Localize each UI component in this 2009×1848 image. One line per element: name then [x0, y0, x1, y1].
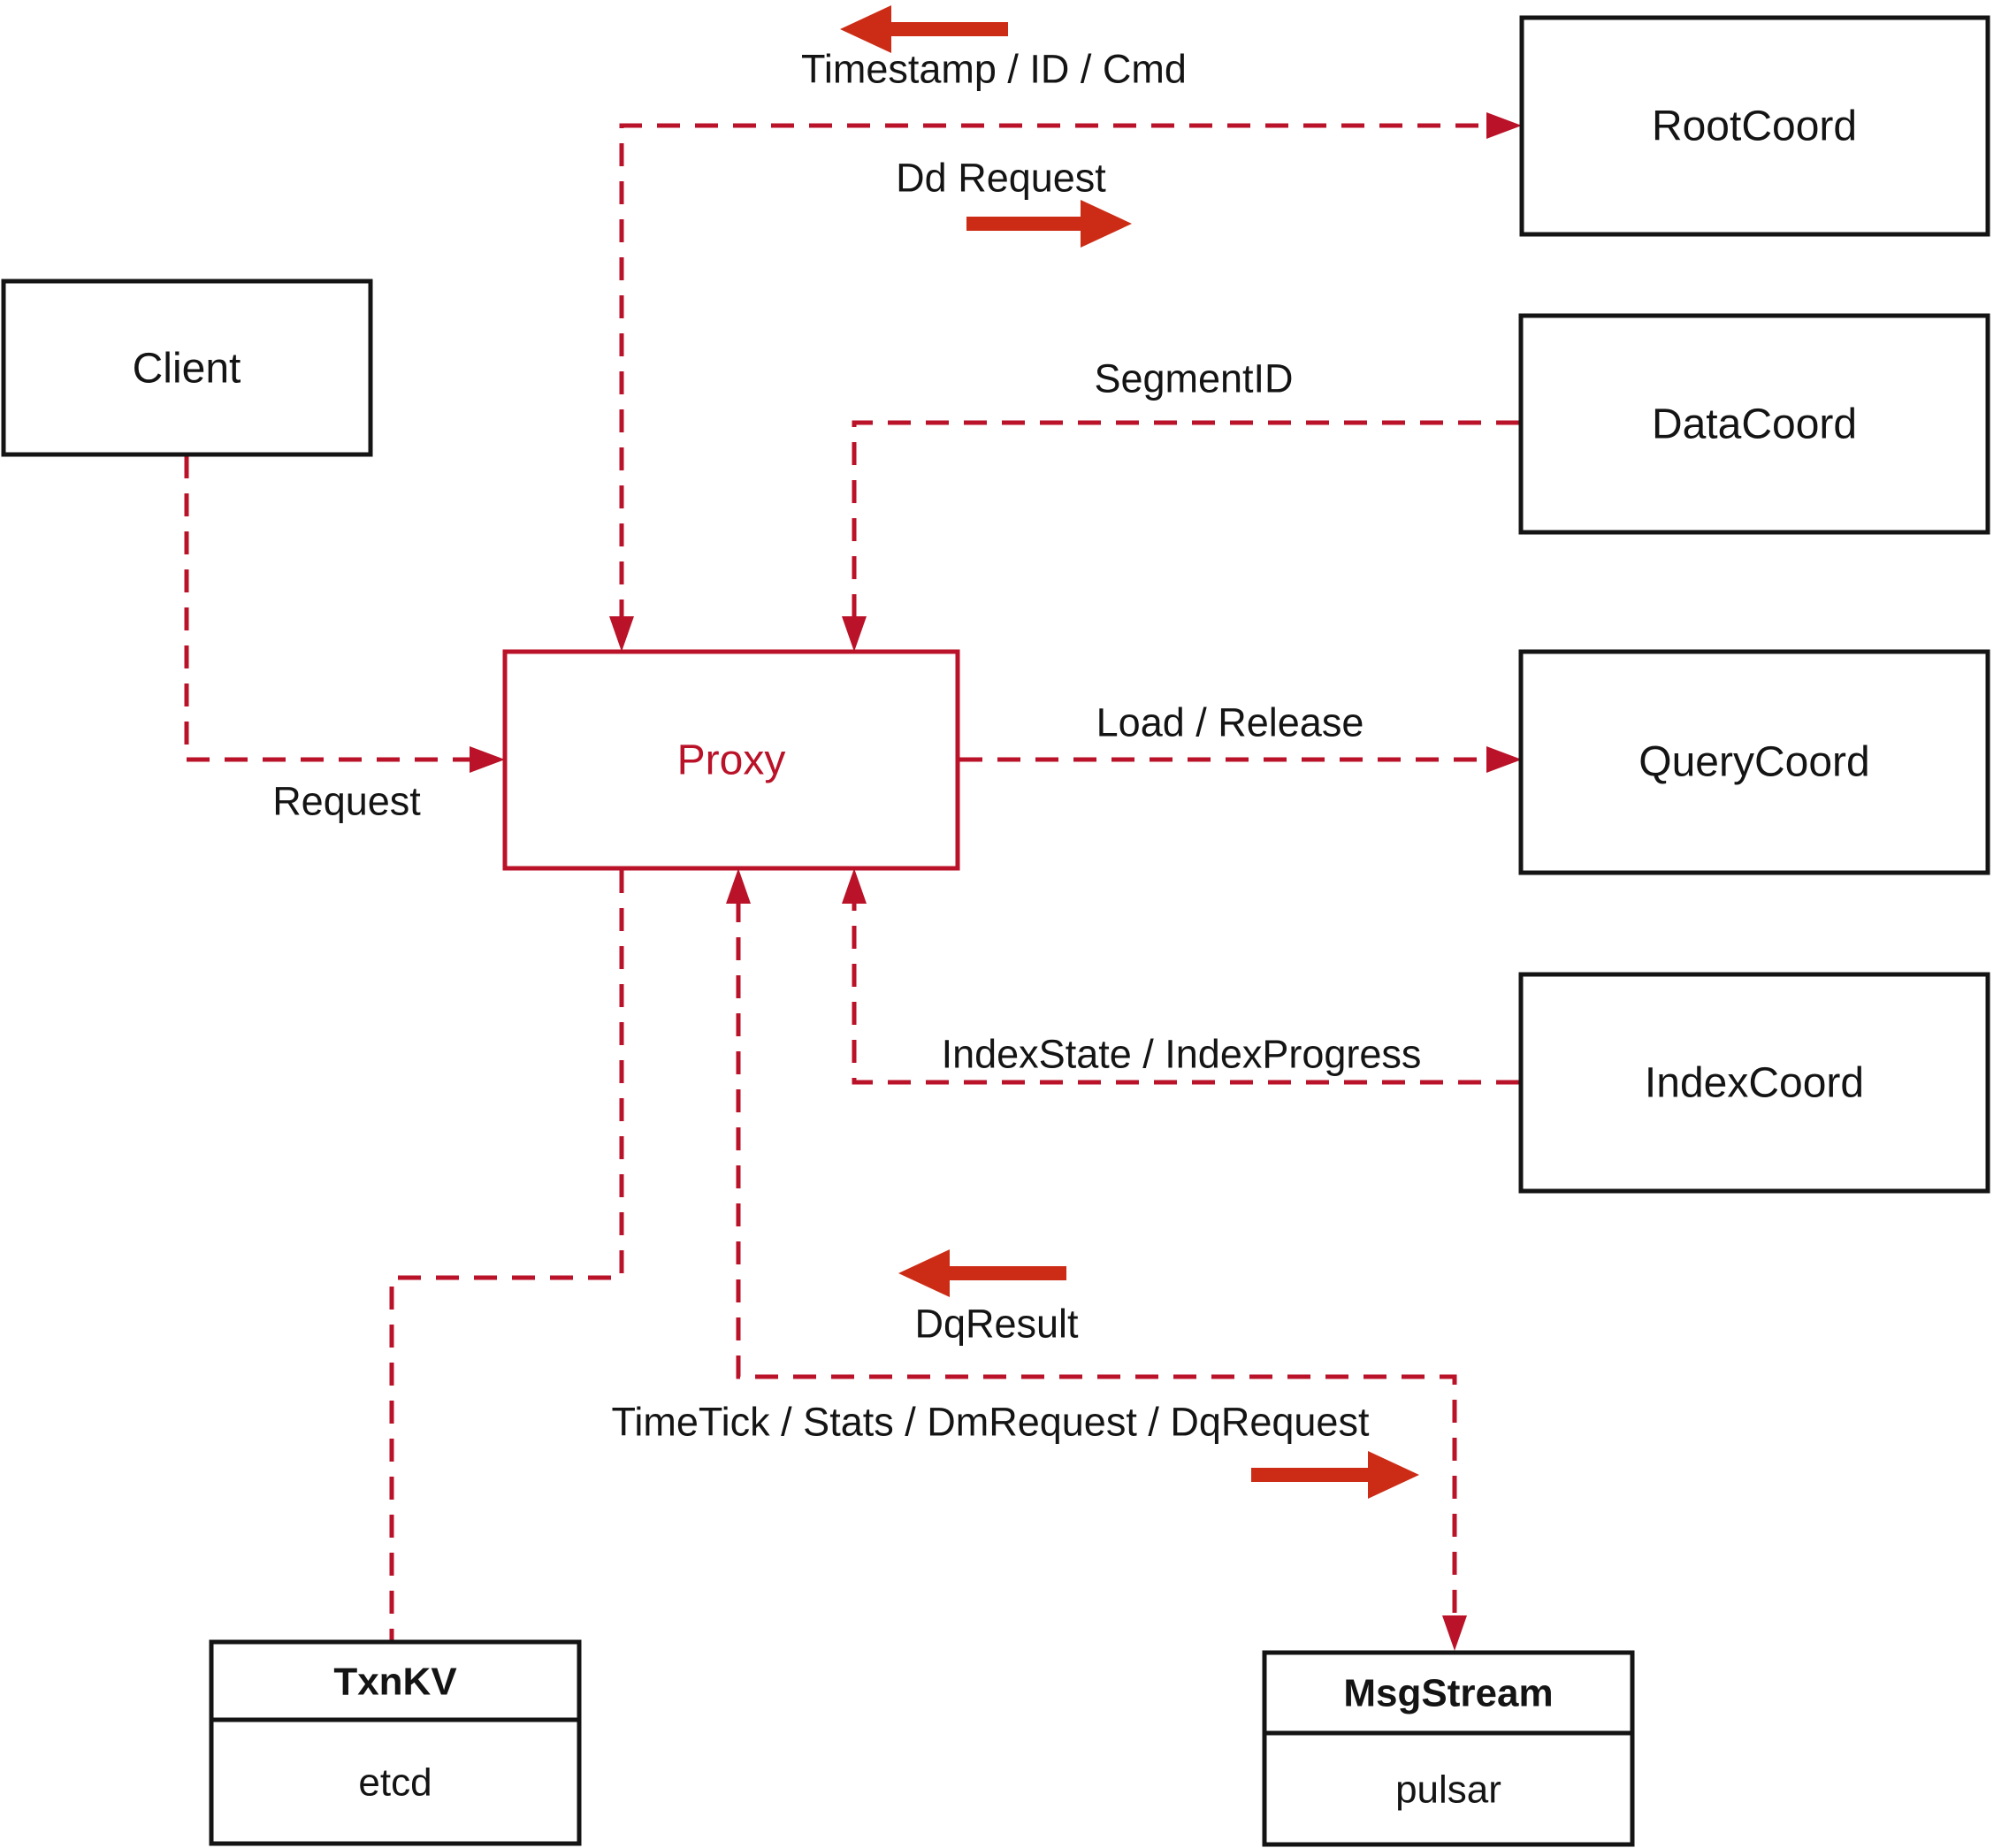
- edge-indexcoord-to-proxy: [852, 899, 1519, 1085]
- edge-label-request: Request: [272, 779, 421, 824]
- client-node: [1, 279, 373, 457]
- arrow-right-icon: [966, 200, 1132, 248]
- indexcoord-label: IndexCoord: [1645, 1060, 1864, 1107]
- arrowhead-into-proxy-bottom-right: [842, 868, 867, 904]
- datacoord-label: DataCoord: [1652, 401, 1857, 448]
- edge-proxy-to-txnkv: [389, 870, 624, 1640]
- proxy-node: [502, 649, 960, 871]
- arrowhead-into-proxy-left: [470, 746, 505, 773]
- edge-label-timetick: TimeTick / Stats / DmRequest / DqRequest: [612, 1400, 1370, 1445]
- arrow-left-icon: [840, 5, 1008, 53]
- rootcoord-node: [1519, 15, 1990, 237]
- rootcoord-label: RootCoord: [1652, 103, 1857, 150]
- arrowhead-into-querycoord: [1486, 746, 1522, 773]
- arrowhead-into-msgstream: [1442, 1615, 1467, 1651]
- client-label: Client: [133, 346, 241, 393]
- msgstream-subtitle: pulsar: [1395, 1768, 1501, 1812]
- txnkv-title: TxnKV: [333, 1661, 457, 1704]
- edge-label-index-state: IndexState / IndexProgress: [942, 1032, 1422, 1077]
- arrowhead-into-rootcoord: [1486, 112, 1522, 139]
- querycoord-node: [1518, 649, 1990, 875]
- txnkv-subtitle: etcd: [358, 1761, 432, 1805]
- edge-label-timestamp: Timestamp / ID / Cmd: [801, 47, 1187, 92]
- arrow-right-icon: [1251, 1451, 1419, 1499]
- arrowhead-into-proxy-top-right: [842, 616, 867, 652]
- datacoord-node: [1518, 313, 1990, 535]
- edge-proxy-msgstream: [736, 899, 1457, 1617]
- indexcoord-node: [1518, 972, 1990, 1194]
- arrow-left-icon: [898, 1249, 1066, 1297]
- arrowhead-into-proxy-top-left: [609, 616, 634, 652]
- edge-label-dd-request: Dd Request: [896, 156, 1106, 201]
- arrowhead-into-proxy-bottom-left: [726, 868, 751, 904]
- edge-datacoord-to-proxy: [852, 420, 1519, 622]
- txnkv-node: TxnKV etcd: [209, 1639, 582, 1846]
- edge-label-load-release: Load / Release: [1096, 700, 1364, 745]
- msgstream-title: MsgStream: [1343, 1672, 1553, 1715]
- msgstream-node: MsgStream pulsar: [1262, 1650, 1635, 1847]
- edge-label-segment-id: SegmentID: [1094, 356, 1293, 401]
- edge-proxy-rootcoord: [619, 123, 1484, 622]
- proxy-label: Proxy: [677, 737, 786, 784]
- edge-label-dq-result: DqResult: [914, 1302, 1079, 1347]
- edge-client-to-proxy: [184, 455, 474, 762]
- querycoord-label: QueryCoord: [1639, 739, 1869, 786]
